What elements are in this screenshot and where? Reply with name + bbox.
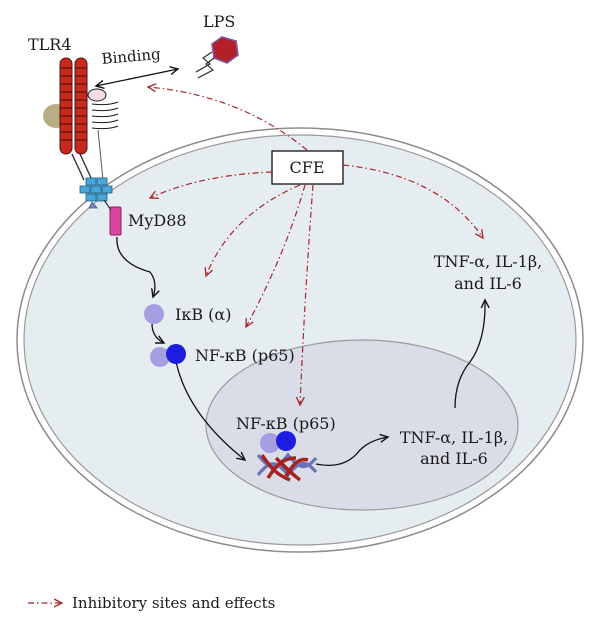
nfkb-cyto-label: NF-κB (p65): [195, 346, 295, 365]
signal-arrows: [116, 236, 485, 467]
inhibitory-arrows: [148, 87, 483, 405]
coreceptor-coil: [87, 88, 119, 191]
tlr4-receptor: [59, 57, 93, 181]
signal-myd88-to-ikb: [116, 236, 155, 297]
cfe-label: CFE: [289, 158, 324, 177]
signal-ikb-to-nfkb: [151, 323, 164, 343]
cell-outer-membrane: [16, 127, 584, 553]
lps-label: LPS: [203, 12, 235, 31]
signal-nfkb-to-nucleus: [175, 361, 245, 460]
myd88-label: MyD88: [128, 211, 187, 230]
tir-domain: [79, 177, 113, 209]
inhibit-arrow-binding: [148, 87, 308, 151]
cytokines-out-line2: and IL-6: [454, 274, 522, 293]
lps-molecule: [195, 36, 239, 79]
nfkb-cyto-p65: [166, 344, 186, 364]
inhibit-arrow-nfkb-cyto: [246, 184, 306, 327]
nfkb-nucleus-p65: [276, 431, 296, 451]
myd88-adaptor: [109, 206, 122, 236]
nfkb-cyto-ikb: [150, 347, 170, 367]
cytokines-out-line1: TNF-α, IL-1β,: [434, 252, 542, 271]
legend-inhibitory-label: Inhibitory sites and effects: [72, 594, 275, 612]
ikb-protein: [144, 304, 164, 324]
nfkb-nucleus-ikb: [260, 433, 280, 453]
signal-dna-to-cytokines: [315, 437, 388, 467]
binding-arrow: [96, 69, 178, 86]
signal-cytokines-out: [454, 300, 485, 409]
inhibit-arrow-myd88: [150, 171, 273, 198]
cytokines-nucleus-line1: TNF-α, IL-1β,: [400, 428, 508, 447]
legend: Inhibitory sites and effects: [28, 594, 275, 612]
binding-label: Binding: [101, 45, 162, 68]
cytokines-nucleus-line2: and IL-6: [420, 449, 488, 468]
cfe-box: [271, 150, 344, 185]
nfkb-nucleus-label: NF-κB (p65): [236, 414, 336, 433]
ikb-label: IκB (α): [175, 305, 231, 324]
tlr4-label: TLR4: [28, 35, 72, 54]
inhibit-arrow-nfkb-nucleus: [300, 184, 314, 405]
dna-helix: [256, 452, 318, 482]
inhibit-arrow-ikb: [206, 184, 301, 276]
